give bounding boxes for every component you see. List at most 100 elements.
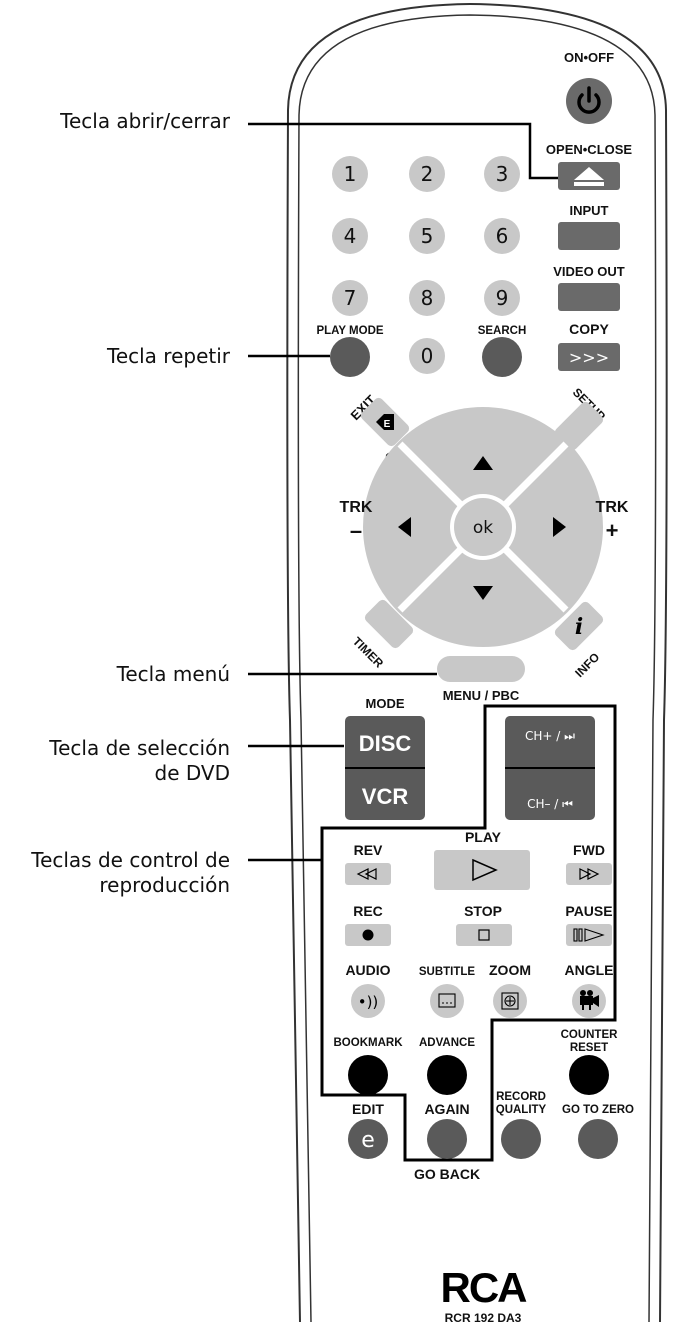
open-close-button[interactable] xyxy=(558,162,620,190)
digit-key-1[interactable]: 1 xyxy=(332,156,368,192)
pause-button[interactable] xyxy=(566,924,612,946)
angle-button[interactable] xyxy=(572,984,606,1018)
search-label: SEARCH xyxy=(478,325,527,337)
svg-text:9: 9 xyxy=(496,286,509,310)
edit-label: EDIT xyxy=(352,1101,384,1117)
counter-reset-button[interactable] xyxy=(569,1055,609,1095)
go-back-label: GO BACK xyxy=(414,1166,480,1182)
trk-plus-label: + xyxy=(606,518,619,543)
angle-label: ANGLE xyxy=(565,962,614,978)
rca-logo: RCA xyxy=(441,1264,528,1311)
svg-text:2: 2 xyxy=(421,162,434,186)
again-button[interactable] xyxy=(427,1119,467,1159)
go-to-zero-label: GO TO ZERO xyxy=(562,1104,634,1116)
copy-label: COPY xyxy=(569,321,609,337)
disc-label: DISC xyxy=(359,731,412,756)
pause-play-icon xyxy=(573,928,605,942)
digit-key-0[interactable]: 0 xyxy=(409,338,445,374)
rewind-icon xyxy=(356,868,377,880)
power-label: ON•OFF xyxy=(564,50,614,65)
digit-key-3[interactable]: 3 xyxy=(484,156,520,192)
input-button[interactable] xyxy=(558,222,620,250)
power-button[interactable] xyxy=(566,78,612,124)
channel-button[interactable]: CH+ / ⏭ CH– / ⏮ xyxy=(505,716,595,820)
digit-key-8[interactable]: 8 xyxy=(409,280,445,316)
zoom-icon xyxy=(501,992,519,1010)
exit-clear-button[interactable]: E xyxy=(359,396,411,448)
playback-region-outline xyxy=(320,704,617,1162)
vcr-label: VCR xyxy=(362,784,409,809)
camera-icon xyxy=(580,990,599,1010)
timer-button[interactable] xyxy=(363,598,415,650)
menu-pbc-label: MENU / PBC xyxy=(443,688,520,703)
play-button[interactable] xyxy=(434,850,530,890)
disc-vcr-button[interactable]: DISC VCR xyxy=(345,716,425,820)
stop-button[interactable] xyxy=(456,924,512,946)
subtitle-button[interactable] xyxy=(430,984,464,1018)
rev-button[interactable] xyxy=(345,863,391,885)
go-to-zero-button[interactable] xyxy=(578,1119,618,1159)
callout-open-close: Tecla abrir/cerrar xyxy=(60,109,230,133)
digit-key-2[interactable]: 2 xyxy=(409,156,445,192)
record-quality-label-1: RECORD xyxy=(496,1091,546,1103)
info-button[interactable]: i xyxy=(553,600,605,652)
play-mode-button[interactable] xyxy=(330,337,370,377)
digit-key-7[interactable]: 7 xyxy=(332,280,368,316)
edit-button[interactable]: e xyxy=(348,1119,388,1159)
setup-button[interactable] xyxy=(553,400,605,452)
rec-label: REC xyxy=(353,903,383,919)
search-button[interactable] xyxy=(482,337,522,377)
menu-pbc-button[interactable] xyxy=(437,656,525,682)
svg-text:6: 6 xyxy=(496,224,509,248)
svg-text:8: 8 xyxy=(421,286,434,310)
info-label: INFO xyxy=(572,650,602,680)
remote-body-inner xyxy=(297,14,657,1322)
zoom-label: ZOOM xyxy=(489,962,531,978)
info-icon: i xyxy=(575,614,583,640)
zoom-button[interactable] xyxy=(493,984,527,1018)
bookmark-button[interactable] xyxy=(348,1055,388,1095)
stop-icon xyxy=(478,929,490,941)
ch-down-label: CH– / ⏮ xyxy=(527,797,573,811)
fwd-label: FWD xyxy=(573,842,605,858)
again-label: AGAIN xyxy=(424,1101,469,1117)
digit-key-4[interactable]: 4 xyxy=(332,218,368,254)
ok-button[interactable]: ok xyxy=(450,494,516,560)
svg-text:ok: ok xyxy=(473,518,493,538)
arrow-down-icon xyxy=(473,586,493,600)
callout-menu: Tecla menú xyxy=(116,662,230,686)
digit-key-6[interactable]: 6 xyxy=(484,218,520,254)
power-icon xyxy=(577,86,601,114)
callout-playback-line1: Teclas de control de xyxy=(31,848,230,872)
play-icon xyxy=(472,858,498,882)
copy-button[interactable]: >>> xyxy=(558,343,620,371)
svg-text:7: 7 xyxy=(344,286,357,310)
rev-label: REV xyxy=(354,842,383,858)
open-close-label: OPEN•CLOSE xyxy=(546,142,633,157)
audio-label: AUDIO xyxy=(345,962,390,978)
video-out-label: VIDEO OUT xyxy=(553,264,625,279)
advance-button[interactable] xyxy=(427,1055,467,1095)
advance-label: ADVANCE xyxy=(419,1037,475,1049)
fwd-button[interactable] xyxy=(566,863,612,885)
timer-label: TIMER xyxy=(350,634,387,671)
svg-text:4: 4 xyxy=(344,224,357,248)
record-icon xyxy=(362,929,374,941)
bookmark-label: BOOKMARK xyxy=(334,1037,404,1049)
audio-button[interactable]: •)) xyxy=(351,984,385,1018)
pause-label: PAUSE xyxy=(565,903,612,919)
record-quality-button[interactable] xyxy=(501,1119,541,1159)
callout-playback: Teclas de control de reproducción xyxy=(31,848,230,898)
eject-icon xyxy=(574,167,604,180)
digit-key-5[interactable]: 5 xyxy=(409,218,445,254)
callout-lines xyxy=(248,122,558,862)
svg-text:0: 0 xyxy=(421,344,434,368)
digit-key-9[interactable]: 9 xyxy=(484,280,520,316)
rec-button[interactable] xyxy=(345,924,391,946)
ch-up-label: CH+ / ⏭ xyxy=(525,729,575,743)
trk-right-label: TRK xyxy=(596,499,629,516)
callout-dvd-select: Tecla de selección de DVD xyxy=(49,736,230,786)
video-out-button[interactable] xyxy=(558,283,620,311)
subtitle-label: SUBTITLE xyxy=(419,966,476,978)
